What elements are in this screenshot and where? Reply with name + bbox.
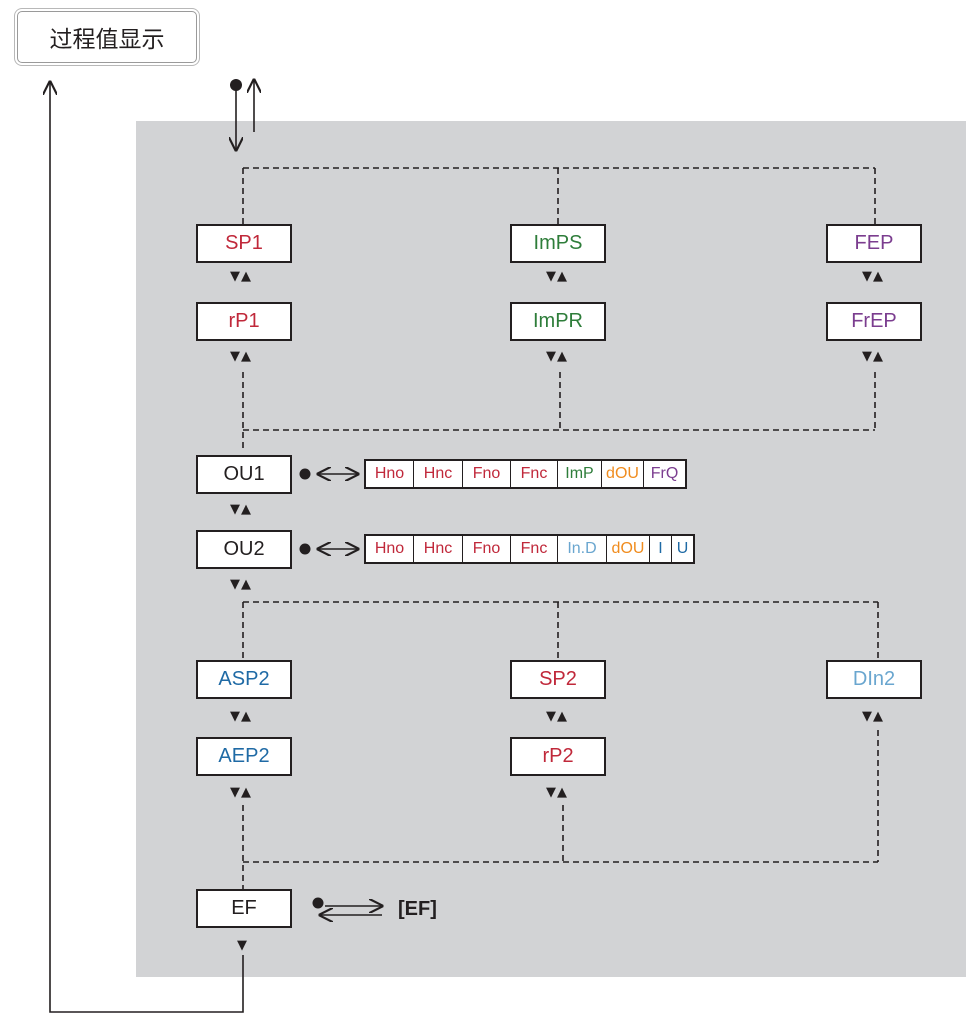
option-ind[interactable]: In.D	[557, 536, 606, 562]
option-fno[interactable]: Fno	[462, 536, 510, 562]
option-fnc[interactable]: Fnc	[510, 536, 557, 562]
option-u[interactable]: U	[671, 536, 693, 562]
nav-arrows: ▼▲	[546, 785, 568, 800]
option-dou[interactable]: dOU	[606, 536, 649, 562]
menu-item-fep[interactable]: FEP	[826, 224, 922, 263]
enter-dot	[230, 79, 242, 91]
nav-arrows: ▼▲	[230, 785, 252, 800]
nav-arrows: ▼▲	[862, 269, 884, 284]
nav-arrows: ▼▲	[230, 269, 252, 284]
menu-item-sp1[interactable]: SP1	[196, 224, 292, 263]
nav-arrows: ▼▲	[862, 349, 884, 364]
menu-item-rp1[interactable]: rP1	[196, 302, 292, 341]
option-imp[interactable]: ImP	[557, 461, 601, 487]
menu-item-rp2[interactable]: rP2	[510, 737, 606, 776]
menu-item-impr[interactable]: ImPR	[510, 302, 606, 341]
nav-arrows: ▼▲	[230, 709, 252, 724]
nav-arrows: ▼▲	[546, 709, 568, 724]
nav-arrows: ▼▲	[230, 577, 252, 592]
ef-submenu-label: [EF]	[398, 898, 437, 920]
process-value-display-title[interactable]: 过程值显示	[17, 11, 197, 63]
nav-arrows: ▼▲	[230, 502, 252, 517]
return-line	[50, 82, 244, 1013]
option-hnc[interactable]: Hnc	[413, 536, 462, 562]
nav-arrows: ▼▲	[546, 349, 568, 364]
menu-item-ou2[interactable]: OU2	[196, 530, 292, 569]
menu-item-ef[interactable]: EF	[196, 889, 292, 928]
nav-arrows: ▼▲	[230, 349, 252, 364]
option-hno[interactable]: Hno	[374, 540, 405, 557]
option-fno[interactable]: Fno	[462, 461, 510, 487]
menu-item-aep2[interactable]: AEP2	[196, 737, 292, 776]
nav-arrows: ▼▲	[546, 269, 568, 284]
option-i[interactable]: I	[649, 536, 671, 562]
option-fnc[interactable]: Fnc	[510, 461, 557, 487]
option-hnc[interactable]: Hnc	[413, 461, 462, 487]
menu-item-ou1[interactable]: OU1	[196, 455, 292, 494]
down-arrow: ▼	[237, 938, 248, 953]
menu-item-asp2[interactable]: ASP2	[196, 660, 292, 699]
nav-arrows: ▼▲	[862, 709, 884, 724]
option-dou[interactable]: dOU	[601, 461, 643, 487]
menu-item-sp2[interactable]: SP2	[510, 660, 606, 699]
menu-item-din2[interactable]: DIn2	[826, 660, 922, 699]
menu-item-imps[interactable]: ImPS	[510, 224, 606, 263]
option-hno[interactable]: Hno	[374, 465, 405, 482]
option-frq[interactable]: FrQ	[643, 461, 685, 487]
menu-item-frep[interactable]: FrEP	[826, 302, 922, 341]
